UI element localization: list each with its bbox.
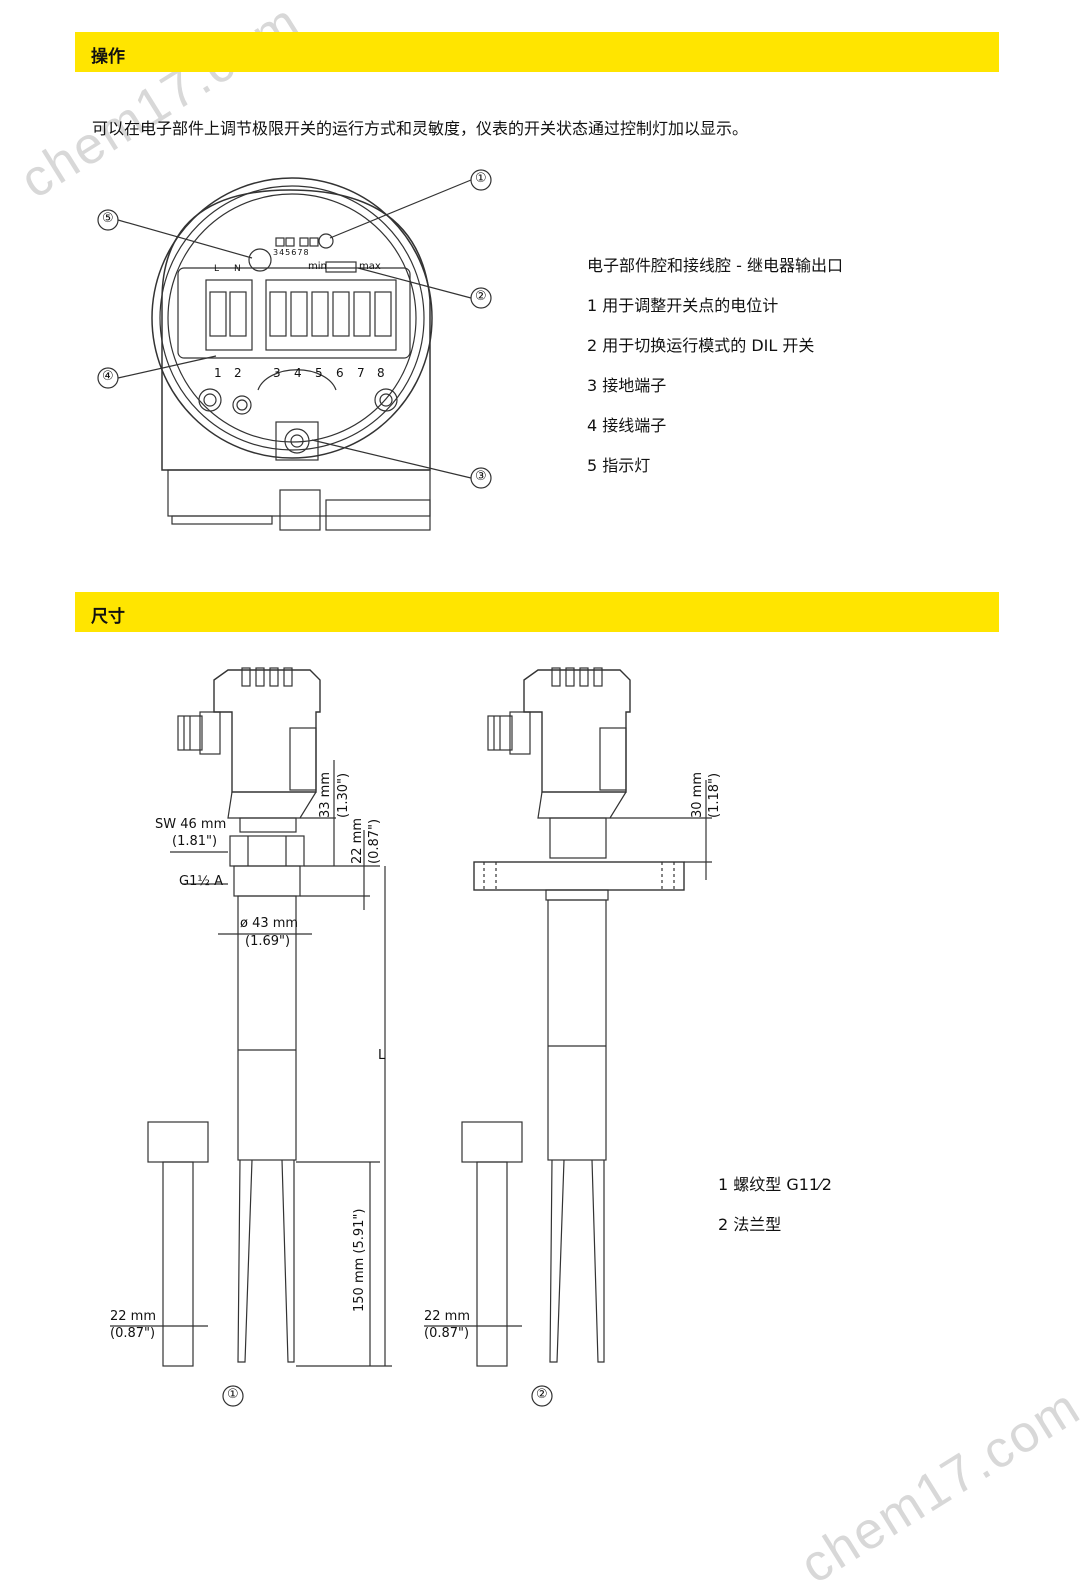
- terminal-number: 2: [234, 366, 242, 380]
- wiring-legend-item: 3 接地端子: [587, 376, 667, 395]
- callout-2: ②: [475, 289, 487, 304]
- dim-diameter: ø 43 mm: [240, 916, 299, 931]
- terminal-number: 7: [357, 366, 365, 380]
- variant-label-2: ②: [536, 1387, 548, 1402]
- dim-33: 33 mm: [318, 772, 333, 818]
- dim-22: 22 mm: [350, 818, 365, 864]
- dim-diameter-in: (1.69"): [245, 934, 291, 949]
- switch-min-label: min: [308, 261, 327, 272]
- terminal-number: 3: [273, 366, 281, 380]
- dim-sw-in: (1.81"): [172, 834, 218, 849]
- power-label-l: L: [214, 264, 220, 274]
- dim-22-in: (0.87"): [367, 818, 382, 864]
- wiring-legend-title: 电子部件腔和接线腔 - 继电器输出口: [587, 256, 843, 275]
- dim-sw: SW 46 mm: [155, 817, 227, 832]
- dim-30-in: (1.18"): [707, 772, 722, 818]
- section-title: 操作: [91, 47, 125, 67]
- section-header-dimensions: 尺寸: [75, 592, 999, 632]
- dim-thread: G1½ A: [179, 874, 223, 889]
- section-title: 尺寸: [91, 607, 125, 627]
- dim-length: L: [378, 1048, 386, 1063]
- dim-22-mm: 22 mm: [350, 817, 365, 864]
- variant-label-1: ①: [227, 1387, 239, 1402]
- wiring-legend-item: 4 接线端子: [587, 416, 667, 435]
- section-header-operation: 操作: [75, 32, 999, 72]
- dim-30-inch: (1.18"): [707, 773, 722, 818]
- terminal-number: 6: [336, 366, 344, 380]
- terminal-number: 8: [377, 366, 385, 380]
- wiring-legend-item: 5 指示灯: [587, 456, 651, 475]
- terminal-number: 5: [315, 366, 323, 380]
- dimension-legend-item: 2 法兰型: [718, 1215, 782, 1234]
- switch-max-label: max: [359, 261, 381, 272]
- dim-tine-a-in: (0.87"): [110, 1326, 156, 1341]
- dimension-legend: 1 螺纹型 G11⁄2 2 法兰型: [718, 1175, 832, 1235]
- dim-30: 30 mm: [690, 772, 705, 818]
- dim-33-in: (1.30"): [336, 772, 351, 818]
- callout-5: ⑤: [102, 211, 114, 226]
- wiring-legend-item: 1 用于调整开关点的电位计: [587, 296, 779, 315]
- wiring-legend-item: 2 用于切换运行模式的 DIL 开关: [587, 336, 815, 355]
- dim-fork-text: 150 mm (5.91"): [352, 1208, 367, 1312]
- dimension-legend-item: 1 螺纹型 G11⁄2: [718, 1175, 832, 1194]
- dim-tine-b: 22 mm: [424, 1309, 471, 1324]
- wiring-legend: 电子部件腔和接线腔 - 继电器输出口 1 用于调整开关点的电位计 2 用于切换运…: [587, 256, 843, 476]
- callout-3: ③: [475, 469, 487, 484]
- dim-33-mm: 33 mm: [318, 771, 333, 818]
- dim-tine-b-in: (0.87"): [424, 1326, 470, 1341]
- power-label-n: N: [234, 264, 241, 274]
- dim-30-mm: 30 mm: [690, 771, 705, 818]
- terminal-number: 4: [294, 366, 302, 380]
- dim-fork: 150 mm (5.91"): [352, 1209, 367, 1312]
- callout-1: ①: [475, 171, 487, 186]
- dim-22-inch: (0.87"): [367, 819, 382, 864]
- dim-tine-a: 22 mm: [110, 1309, 157, 1324]
- terminal-number: 1: [214, 366, 222, 380]
- dil-number-label: 345678: [273, 248, 310, 257]
- intro-paragraph: 可以在电子部件上调节极限开关的运行方式和灵敏度，仪表的开关状态通过控制灯加以显示…: [92, 119, 749, 138]
- callout-4: ④: [102, 369, 114, 384]
- dim-33-inch: (1.30"): [336, 773, 351, 818]
